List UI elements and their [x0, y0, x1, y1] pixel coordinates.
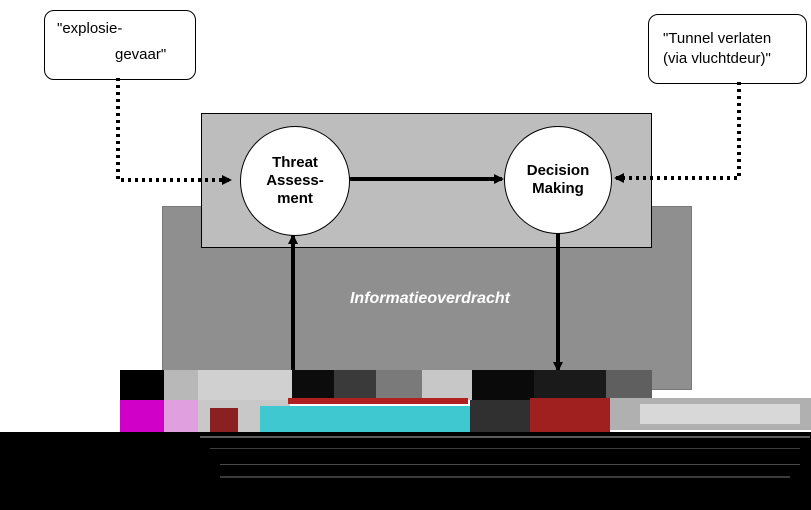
dotted-arrow-explosion-to-threat [116, 78, 232, 185]
decision-making-node: Decision Making [504, 126, 612, 234]
threat-assessment-node: Threat Assess- ment [240, 126, 350, 236]
dotted-arrow-leave-to-decision [614, 82, 741, 183]
callout-leave-tunnel: "Tunnel verlaten (via vluchtdeur)" [648, 14, 807, 84]
corrupted-image-region [0, 368, 811, 510]
threat-assessment-label: Threat Assess- ment [266, 154, 324, 207]
callout-left-line2: gevaar" [115, 46, 167, 63]
callout-right-line1: "Tunnel verlaten [663, 30, 772, 47]
callout-right-line2: (via vluchtdeur)" [663, 50, 771, 67]
callout-explosion-hazard: "explosie- gevaar" [44, 10, 196, 80]
decision-making-label: Decision Making [526, 162, 590, 197]
callout-left-line1: "explosie- [57, 20, 123, 37]
information-transfer-label: Informatieoverdracht [349, 290, 511, 307]
